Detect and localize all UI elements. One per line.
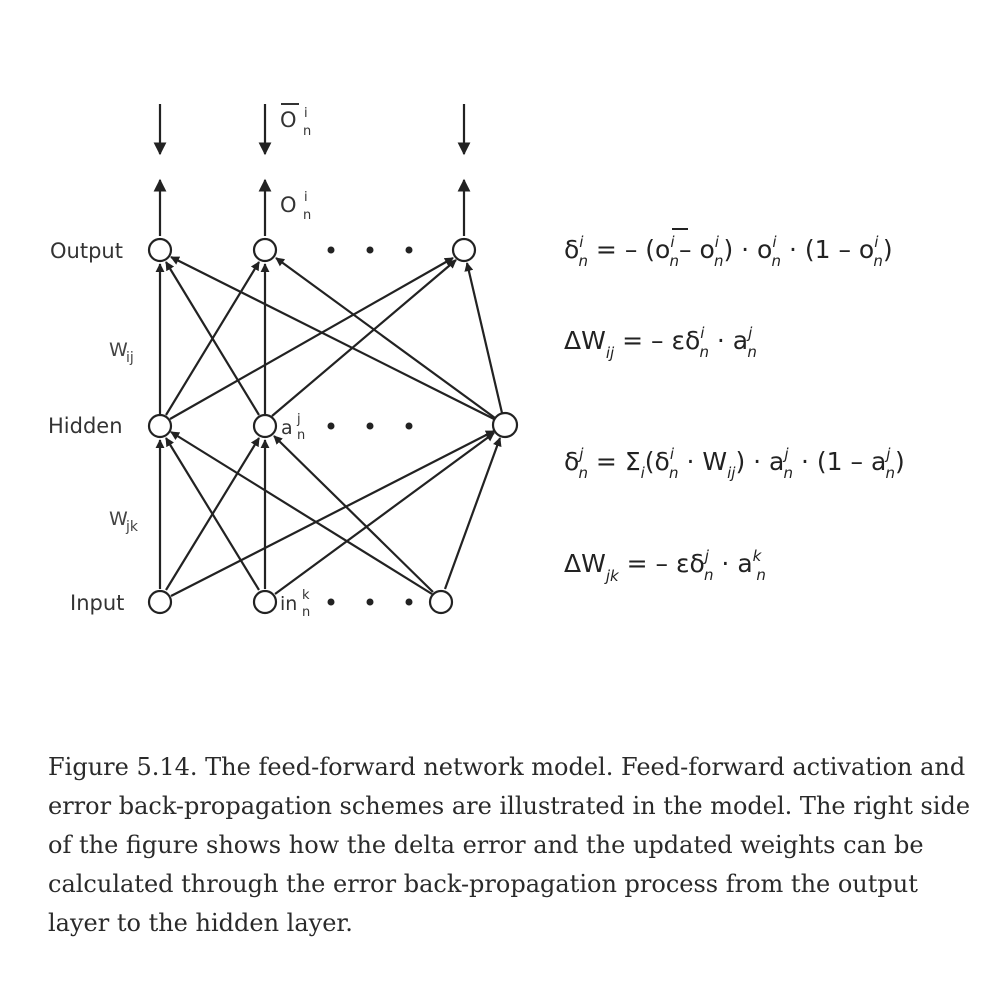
svg-text:i: i bbox=[304, 190, 308, 205]
weight-label-wij: W ij bbox=[109, 339, 134, 366]
input-activation-label: in k n bbox=[280, 588, 310, 620]
input-node-1 bbox=[147, 589, 173, 615]
edge-i3-h1 bbox=[170, 431, 433, 595]
svg-text:n: n bbox=[302, 605, 310, 620]
hidden-node-1 bbox=[147, 413, 173, 439]
edge-h2-o1 bbox=[165, 261, 260, 416]
network-diagram: Output Hidden Input W ij W jk O i n O i … bbox=[48, 103, 905, 620]
svg-text:jk: jk bbox=[125, 519, 139, 535]
edge-i2-h1 bbox=[165, 437, 260, 591]
edge-h3-o2 bbox=[275, 257, 496, 419]
hidden-ellipsis bbox=[327, 422, 413, 430]
svg-text:a: a bbox=[281, 417, 293, 439]
output-node-2 bbox=[252, 237, 278, 263]
output-layer-label: Output bbox=[50, 239, 123, 263]
svg-text:n: n bbox=[303, 124, 311, 139]
hidden-to-output-edges bbox=[155, 256, 504, 420]
weight-label-wjk: W jk bbox=[109, 508, 139, 535]
output-ellipsis bbox=[327, 246, 413, 254]
hidden-node-2 bbox=[252, 413, 278, 439]
input-node-3 bbox=[428, 589, 454, 615]
input-layer-label: Input bbox=[70, 591, 124, 615]
svg-text:ij: ij bbox=[126, 350, 134, 366]
edge-i3-h2 bbox=[273, 435, 434, 593]
hidden-node-3 bbox=[491, 411, 519, 439]
hidden-layer-label: Hidden bbox=[48, 414, 123, 438]
hidden-activation-label: a j n bbox=[281, 412, 305, 443]
edge-h1-o3 bbox=[169, 257, 454, 420]
input-ellipsis bbox=[327, 598, 413, 606]
figure-caption: Figure 5.14. The feed-forward network mo… bbox=[48, 753, 971, 937]
svg-text:j: j bbox=[296, 412, 301, 427]
svg-text:n: n bbox=[297, 428, 305, 443]
target-output-label: O i n bbox=[280, 103, 311, 139]
svg-text:O: O bbox=[280, 193, 297, 217]
edge-h2-o3 bbox=[271, 259, 457, 417]
output-node-1 bbox=[147, 237, 173, 263]
svg-text:O: O bbox=[280, 108, 297, 132]
svg-text:in: in bbox=[280, 593, 297, 615]
edge-i2-h3 bbox=[274, 432, 495, 595]
input-node-2 bbox=[252, 589, 278, 615]
edge-h3-o3 bbox=[464, 262, 504, 414]
output-activation-label: O i n bbox=[280, 190, 311, 223]
output-node-3 bbox=[451, 237, 477, 263]
svg-text:i: i bbox=[304, 106, 308, 121]
svg-text:W: W bbox=[109, 508, 128, 530]
svg-text:n: n bbox=[303, 208, 311, 223]
edge-h3-o1 bbox=[170, 256, 495, 420]
edge-i3-h3 bbox=[443, 437, 502, 590]
edge-i1-h3 bbox=[170, 430, 495, 597]
input-to-hidden-edges bbox=[155, 430, 502, 597]
svg-text:k: k bbox=[302, 588, 310, 603]
svg-text:W: W bbox=[109, 339, 128, 361]
